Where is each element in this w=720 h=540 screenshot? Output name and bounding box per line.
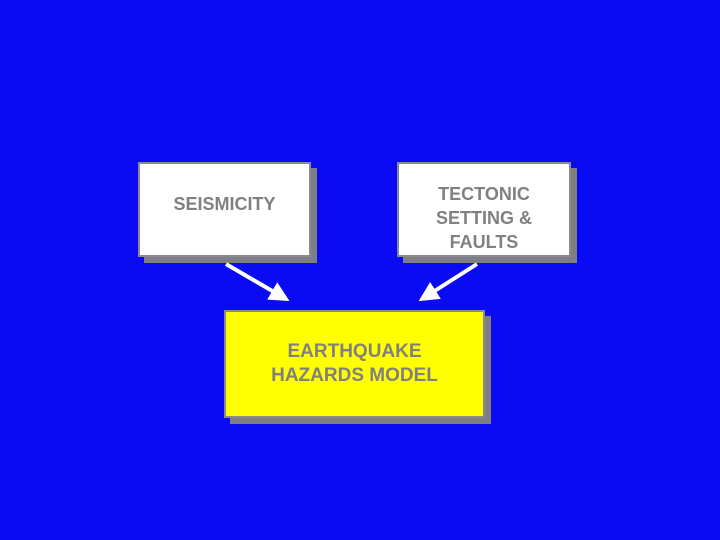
arrow-tectonic-to-model [418,262,479,302]
tectonic-label-line3: FAULTS [449,232,519,252]
seismicity-box: SEISMICITY [138,162,311,257]
tectonic-label-line2: SETTING & [435,208,532,228]
earthquake-hazards-model-box: EARTHQUAKE HAZARDS MODEL [224,310,485,418]
tectonic-label-line1: TECTONIC [438,184,530,204]
model-label-line2: HAZARDS MODEL [271,365,438,386]
arrow-seismicity-to-model [224,262,290,302]
tectonic-box: TECTONIC SETTING & FAULTS [397,162,571,257]
model-label-line1: EARTHQUAKE [287,341,422,362]
seismicity-label: SEISMICITY [173,194,276,214]
